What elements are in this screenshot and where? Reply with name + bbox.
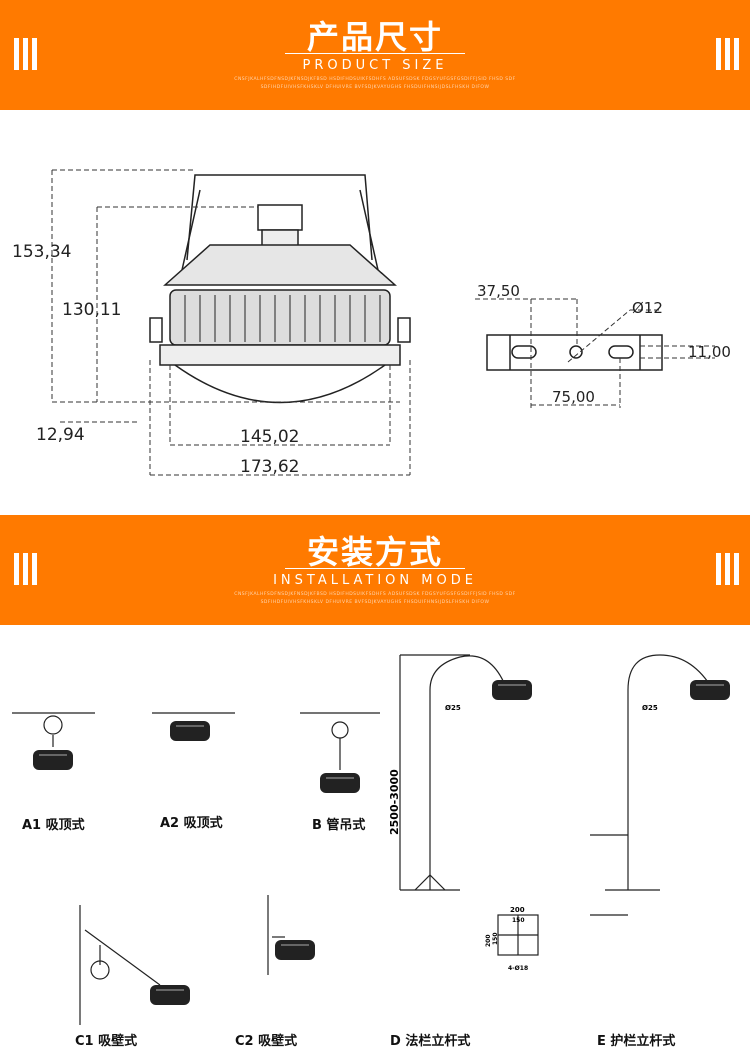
lamp-drawing xyxy=(149,174,411,404)
dim-hole-diameter: Ø12 xyxy=(632,299,663,317)
installation-drawings: Ø25 Ø25 2500-3000 200 150 200 150 4-Ø18 xyxy=(12,654,730,1025)
dim-slot-spacing: 75,00 xyxy=(552,388,595,406)
mode-label-a2: A2 吸顶式 xyxy=(160,816,223,831)
lamp-fins xyxy=(184,295,381,342)
bracket-drawing xyxy=(486,334,663,371)
section-subtitle: PRODUCT SIZE xyxy=(302,58,448,73)
dimension-lines xyxy=(51,169,411,476)
dim-inner-width: 145,02 xyxy=(240,427,299,447)
dim-pipe-diameter-e: Ø25 xyxy=(642,704,658,712)
dim-base-width: 200 xyxy=(510,906,525,914)
mode-label-a1: A1 吸顶式 xyxy=(22,818,85,833)
decorative-fine-text: CNSFJKALHFSDFNSDJKFNSDJKFBSD HSDIFHDSUIK… xyxy=(234,592,516,605)
dim-overall-height: 153,34 xyxy=(12,242,71,262)
product-size-header: 产品尺寸 PRODUCT SIZE CNSFJKALHFSDFNSDJKFNSD… xyxy=(0,0,750,110)
dim-base-hole-height: 150 xyxy=(492,932,499,945)
mode-label-d: D 法栏立杆式 xyxy=(390,1034,471,1049)
section-title: 安装方式 xyxy=(306,533,443,571)
dim-overall-width: 173,62 xyxy=(240,457,299,477)
decor-bars-icon xyxy=(14,38,37,70)
title-divider xyxy=(285,568,465,569)
dim-slot-width: 11,00 xyxy=(688,343,731,361)
mode-label-c2: C2 吸壁式 xyxy=(235,1034,298,1049)
decor-bars-icon xyxy=(716,38,739,70)
dim-body-height: 130,11 xyxy=(62,300,121,320)
dim-base-hole-width: 150 xyxy=(512,917,525,924)
dimension-drawing: 153,34 130,11 12,94 145,02 173,62 37,50 … xyxy=(12,169,731,477)
dim-pipe-diameter: Ø25 xyxy=(445,704,461,712)
mode-label-b: B 管吊式 xyxy=(312,818,366,833)
title-divider xyxy=(285,53,465,54)
bracket-dim-lines xyxy=(475,298,715,408)
dim-bottom-offset: 12,94 xyxy=(36,425,85,445)
section-title: 产品尺寸 xyxy=(306,18,443,56)
dim-bolt: 4-Ø18 xyxy=(508,965,528,972)
mode-label-e: E 护栏立杆式 xyxy=(597,1034,676,1049)
mode-label-c1: C1 吸壁式 xyxy=(75,1034,138,1049)
dim-base-height: 200 xyxy=(485,934,492,947)
dim-hole-offset: 37,50 xyxy=(477,282,520,300)
section-subtitle: INSTALLATION MODE xyxy=(273,573,477,588)
installation-mode-header: 安装方式 INSTALLATION MODE CNSFJKALHFSDFNSDJ… xyxy=(0,515,750,625)
decorative-fine-text: CNSFJKALHFSDFNSDJKFNSDJKFBSD HSDIFHDSUIK… xyxy=(234,77,516,90)
decor-bars-icon xyxy=(14,553,37,585)
lamp-icons xyxy=(33,680,730,1005)
dim-pole-height: 2500-3000 xyxy=(388,769,401,835)
decor-bars-icon xyxy=(716,553,739,585)
